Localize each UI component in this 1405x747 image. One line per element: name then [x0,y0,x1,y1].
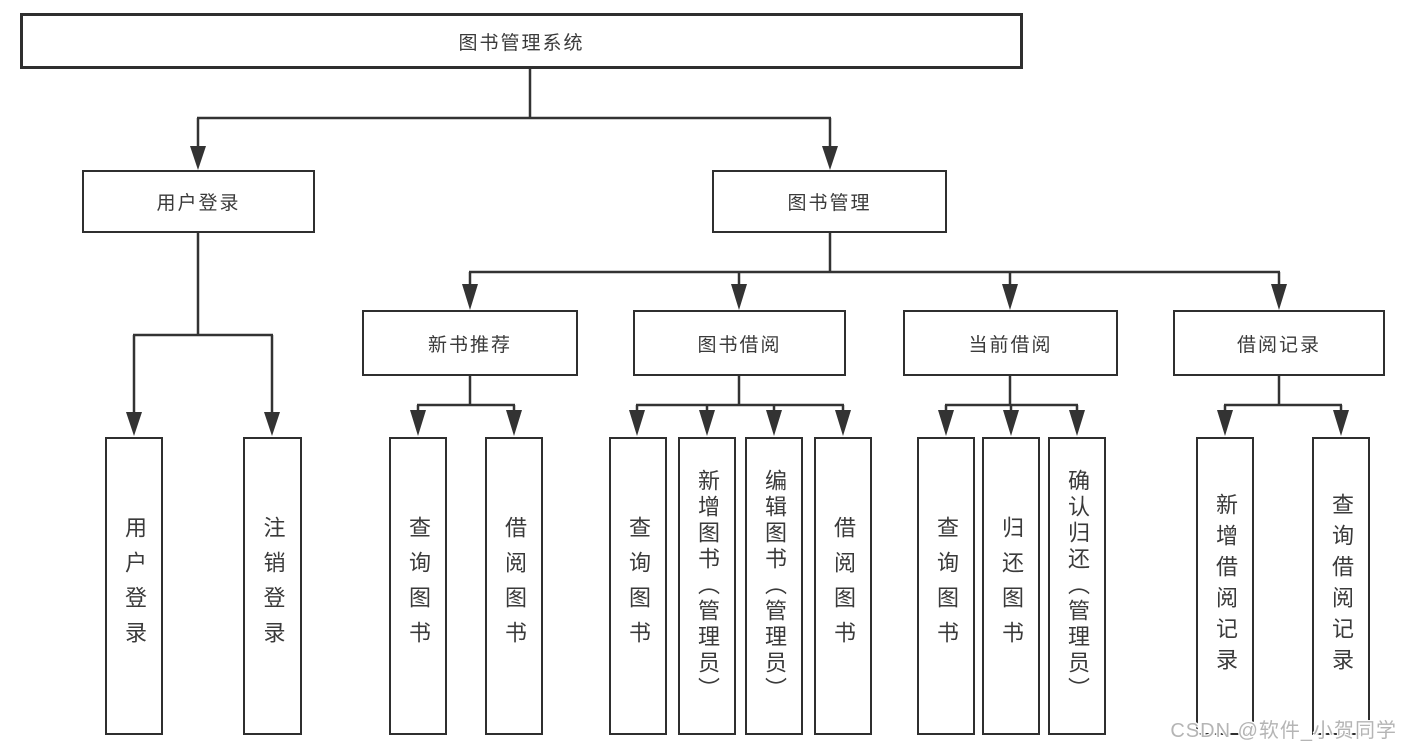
node-library-system: 图书管理系统 [20,13,1023,69]
connector-root-split [196,69,832,148]
leaf-logout-login: 注销登录 [243,437,302,735]
leaf-query-books-recommend: 查询图书 [389,437,447,735]
leaf-borrow-books-recommend: 借阅图书 [485,437,543,735]
node-label: 图书借阅 [697,334,782,356]
node-label: 查询图书 [934,516,959,656]
leaf-add-book-admin: 新增图书（管理员） [678,437,736,735]
arrowhead-icons [126,146,1349,436]
node-label: 图书管理 [787,193,872,214]
node-label: 确认归还（管理员） [1065,469,1090,703]
node-label: 编辑图书（管理员） [762,469,787,703]
node-book-borrowing: 图书借阅 [633,310,846,376]
node-label: 归还图书 [999,516,1024,656]
connector-borrow-records-split [1223,376,1343,412]
node-label: 查询借阅记录 [1329,493,1354,679]
node-label: 图书管理系统 [458,32,585,54]
leaf-confirm-return-admin: 确认归还（管理员） [1048,437,1106,735]
node-new-book-recommend: 新书推荐 [362,310,578,376]
leaf-return-books: 归还图书 [982,437,1040,735]
node-label: 注销登录 [260,516,286,656]
watermark: CSDN @软件_小贺同学 [1170,720,1397,742]
connector-user-login-split [132,233,274,414]
node-label: 查询图书 [406,516,431,656]
node-label: 借阅图书 [831,516,856,656]
node-label: 用户登录 [156,193,241,214]
node-book-management: 图书管理 [712,170,947,233]
node-label: 新增借阅记录 [1213,493,1238,679]
connector-book-management-split [468,233,1281,286]
leaf-query-borrow-record: 查询借阅记录 [1312,437,1370,735]
node-user-login: 用户登录 [82,170,315,233]
node-label: 用户登录 [122,516,147,656]
node-label: 新增图书（管理员） [695,469,720,703]
node-label: 查询图书 [626,516,651,656]
node-label: 借阅记录 [1236,334,1321,356]
leaf-borrow-books-borrowing: 借阅图书 [814,437,872,735]
leaf-query-books-borrowing: 查询图书 [609,437,667,735]
node-borrowing-records: 借阅记录 [1173,310,1385,376]
connector-book-borrow-split [635,376,845,412]
node-label: 新书推荐 [427,334,512,356]
node-label: 当前借阅 [968,334,1053,356]
connector-current-borrow-split [944,376,1079,412]
node-label: 借阅图书 [502,516,527,656]
leaf-query-books-current: 查询图书 [917,437,975,735]
leaf-add-borrow-record: 新增借阅记录 [1196,437,1254,735]
leaf-edit-book-admin: 编辑图书（管理员） [745,437,803,735]
node-current-borrowing: 当前借阅 [903,310,1118,376]
leaf-user-login: 用户登录 [105,437,163,735]
connector-new-book-split [416,376,516,412]
